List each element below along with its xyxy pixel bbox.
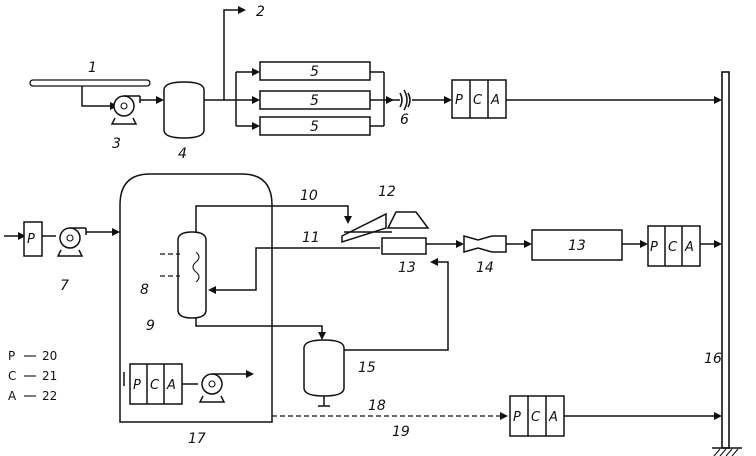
label-4: 4 [178, 146, 187, 162]
label-16: 16 [704, 351, 722, 367]
legend-c-number: 21 [42, 369, 57, 383]
fan-6: 6 [394, 89, 411, 128]
box-p-7-label: P [27, 232, 35, 247]
pca-middle-c: C [668, 240, 678, 255]
label-18: 18 [368, 398, 386, 414]
label-5-top: 5 [310, 64, 319, 80]
tank-4: 4 [163, 81, 205, 162]
pca-train-top: P C A [451, 79, 507, 119]
label-17: 17 [188, 431, 206, 447]
pca-train-middle: P C A [647, 225, 701, 267]
stack-16: 16 [704, 71, 742, 456]
pca-building-p: P [133, 378, 141, 393]
pump-3: 3 [110, 95, 141, 152]
pca-top-p: P [455, 93, 463, 108]
pipe-1: 1 [29, 60, 151, 87]
label-2: 2 [256, 4, 265, 20]
label-11: 11 [302, 230, 320, 246]
pca-building-a: A [166, 378, 176, 393]
legend-a-symbol: A [8, 389, 17, 403]
unit-5-top: 5 [259, 61, 371, 81]
unit-5-bottom: 5 [259, 116, 371, 136]
ejector-14: 14 [463, 235, 507, 276]
label-3: 3 [112, 136, 121, 152]
label-9: 9 [146, 318, 155, 334]
tank-15: 15 [303, 339, 376, 407]
pump-7 [56, 227, 87, 257]
pca-building-c: C [150, 378, 160, 393]
label-13-right: 13 [568, 238, 586, 254]
pca-bottom-a: A [548, 410, 558, 425]
label-10: 10 [300, 188, 318, 204]
box-p-7: P [23, 221, 43, 257]
pca-train-building: P C A [123, 363, 183, 405]
label-12: 12 [378, 184, 396, 200]
label-15: 15 [358, 360, 376, 376]
pca-top-c: C [473, 93, 483, 108]
legend-c-symbol: C [8, 369, 16, 383]
label-13-lower: 13 [398, 260, 416, 276]
label-6: 6 [400, 112, 409, 128]
legend-p-symbol: P [8, 349, 15, 363]
label-7: 7 [60, 278, 69, 294]
legend: P 20 C 21 A 22 [8, 349, 57, 403]
pca-train-bottom: P C A [509, 395, 565, 437]
legend-p-number: 20 [42, 349, 57, 363]
fan-building [198, 373, 232, 403]
heat-exchanger-9: 8 9 [140, 231, 207, 334]
pca-middle-a: A [684, 240, 694, 255]
unit-5-middle: 5 [259, 90, 371, 110]
pca-bottom-c: C [531, 410, 541, 425]
label-14: 14 [476, 260, 494, 276]
label-19: 19 [392, 424, 410, 440]
building-17: 17 [119, 173, 273, 447]
pca-top-a: A [490, 93, 500, 108]
pca-bottom-p: P [513, 410, 521, 425]
label-8: 8 [140, 282, 149, 298]
pca-middle-p: P [650, 240, 658, 255]
label-1: 1 [88, 60, 97, 76]
legend-a-number: 22 [42, 389, 57, 403]
unit-12: 12 [341, 184, 430, 244]
label-5-bottom: 5 [310, 119, 319, 135]
label-5-middle: 5 [310, 93, 319, 109]
unit-13-lower: 13 [381, 237, 427, 276]
unit-13-right: 13 [531, 229, 623, 261]
